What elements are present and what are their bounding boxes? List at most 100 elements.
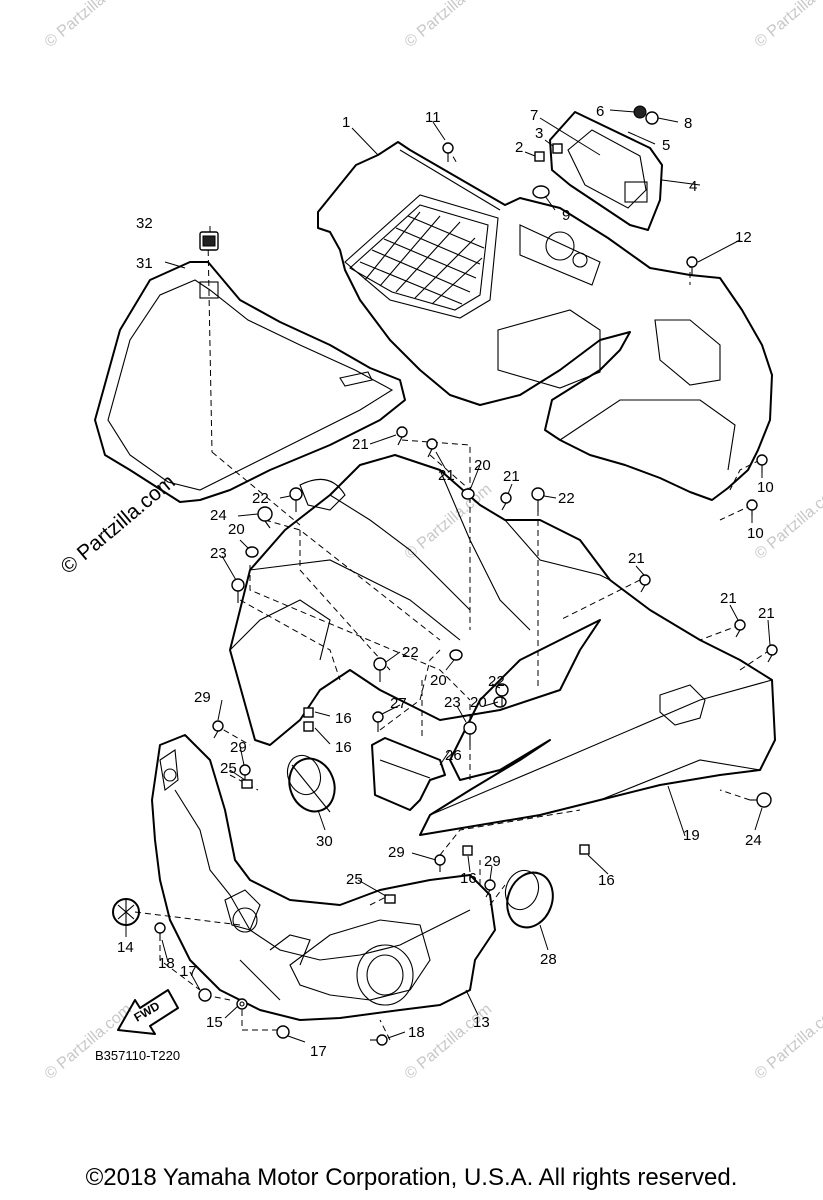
watermark: © Partzilla.com	[402, 481, 496, 563]
callout-31: 31	[136, 255, 153, 272]
callout-20d: 20	[470, 694, 487, 711]
knob-9	[532, 185, 550, 199]
assembly-lines	[134, 147, 771, 1041]
screw-18a	[154, 922, 166, 941]
bolt-24b	[750, 792, 772, 808]
nut-20a	[461, 488, 475, 500]
callout-3: 3	[535, 125, 543, 142]
bolt-17a	[198, 988, 212, 1002]
watermark: © Partzilla.com	[402, 0, 496, 51]
callout-4: 4	[689, 178, 697, 195]
callout-6: 6	[596, 103, 604, 120]
screw-11	[442, 142, 454, 162]
callout-30: 30	[316, 833, 333, 850]
callout-21d: 21	[628, 550, 645, 567]
front-cowl-part-19	[229, 454, 776, 836]
callout-25b: 25	[346, 871, 363, 888]
watermark: © Partzilla.com	[42, 0, 136, 51]
callout-26: 26	[445, 747, 462, 764]
callout-21f: 21	[758, 605, 775, 622]
watermark-main: © Partzilla.com	[56, 470, 179, 579]
clip-12	[686, 256, 698, 275]
duct-ring-part-28	[504, 869, 554, 929]
clip-21c	[500, 492, 512, 511]
callout-16c: 16	[460, 870, 477, 887]
clip-21a	[396, 426, 408, 446]
screw-18b	[370, 1034, 388, 1046]
screw-29c	[434, 854, 446, 872]
callout-20c: 20	[430, 672, 447, 689]
lid-part-4	[549, 111, 663, 231]
callout-10a: 10	[757, 479, 774, 496]
callout-16a: 16	[335, 710, 352, 727]
callout-18a: 18	[158, 955, 175, 972]
bolt-3	[552, 143, 563, 154]
clip-16d	[579, 844, 590, 855]
callout-21b: 21	[438, 467, 455, 484]
callout-2: 2	[515, 139, 523, 156]
upper-cowling-part-1	[317, 141, 773, 501]
clip-21d	[639, 574, 651, 593]
callout-11: 11	[425, 109, 441, 126]
clip-21e	[734, 619, 746, 638]
bracket-part-26	[371, 737, 446, 811]
clip-16a	[303, 707, 314, 718]
callout-17b: 17	[310, 1043, 327, 1060]
clip-part-32	[199, 231, 219, 251]
callout-23a: 23	[210, 545, 227, 562]
callout-8: 8	[684, 115, 692, 132]
callout-22b: 22	[558, 490, 575, 507]
diagram-code: B357110-T220	[95, 1048, 180, 1063]
callout-29b: 29	[230, 739, 247, 756]
clip-25a	[241, 779, 253, 789]
callout-22d: 22	[488, 673, 505, 690]
callout-20a: 20	[474, 457, 491, 474]
callout-5: 5	[662, 137, 670, 154]
nut-20d	[493, 696, 507, 708]
watermark: © Partzilla.com	[752, 0, 823, 51]
callout-19: 19	[683, 827, 700, 844]
callout-32: 32	[136, 215, 153, 232]
callout-15: 15	[206, 1014, 223, 1031]
bolt-2	[534, 151, 545, 162]
bolt-22a	[289, 487, 303, 512]
nut-20b	[245, 546, 259, 558]
callout-23b: 23	[444, 694, 461, 711]
duct-ring-part-30	[286, 754, 336, 813]
watermark: © Partzilla.com	[752, 1001, 823, 1083]
callout-29c: 29	[388, 844, 405, 861]
cap-8	[645, 111, 659, 125]
bolt-22c	[373, 657, 387, 682]
clip-16c	[462, 845, 473, 856]
clip-25b	[384, 894, 396, 904]
callout-14: 14	[117, 939, 134, 956]
bolt-17b	[276, 1025, 290, 1039]
callout-21e: 21	[720, 590, 737, 607]
callout-22c: 22	[402, 644, 419, 661]
callout-22a: 22	[252, 490, 269, 507]
callout-29d: 29	[484, 853, 501, 870]
screw-29a	[212, 720, 224, 739]
callout-9: 9	[562, 207, 570, 224]
watermark: © Partzilla.com	[42, 1001, 136, 1083]
bolt-23b	[463, 721, 477, 746]
screw-29b	[239, 764, 251, 782]
clip-21b	[426, 438, 438, 458]
screw-27	[372, 711, 384, 732]
callout-7: 7	[530, 107, 538, 124]
callouts: 1 2 3 4 5 6 7 8 9 10 10 11 12 13 14 15 1…	[117, 103, 775, 1060]
grille-mesh	[349, 204, 489, 311]
callout-21c: 21	[503, 468, 520, 485]
callout-24b: 24	[745, 832, 762, 849]
bolt-23a	[231, 578, 245, 603]
callout-28: 28	[540, 951, 557, 968]
callout-20b: 20	[228, 521, 245, 538]
callout-10b: 10	[747, 525, 764, 542]
lower-bumper-part-13	[151, 734, 496, 1021]
clip-16b	[303, 721, 314, 732]
hood-part-31	[94, 239, 406, 526]
callout-16b: 16	[335, 739, 352, 756]
callout-12: 12	[735, 229, 752, 246]
callout-24a: 24	[210, 507, 227, 524]
